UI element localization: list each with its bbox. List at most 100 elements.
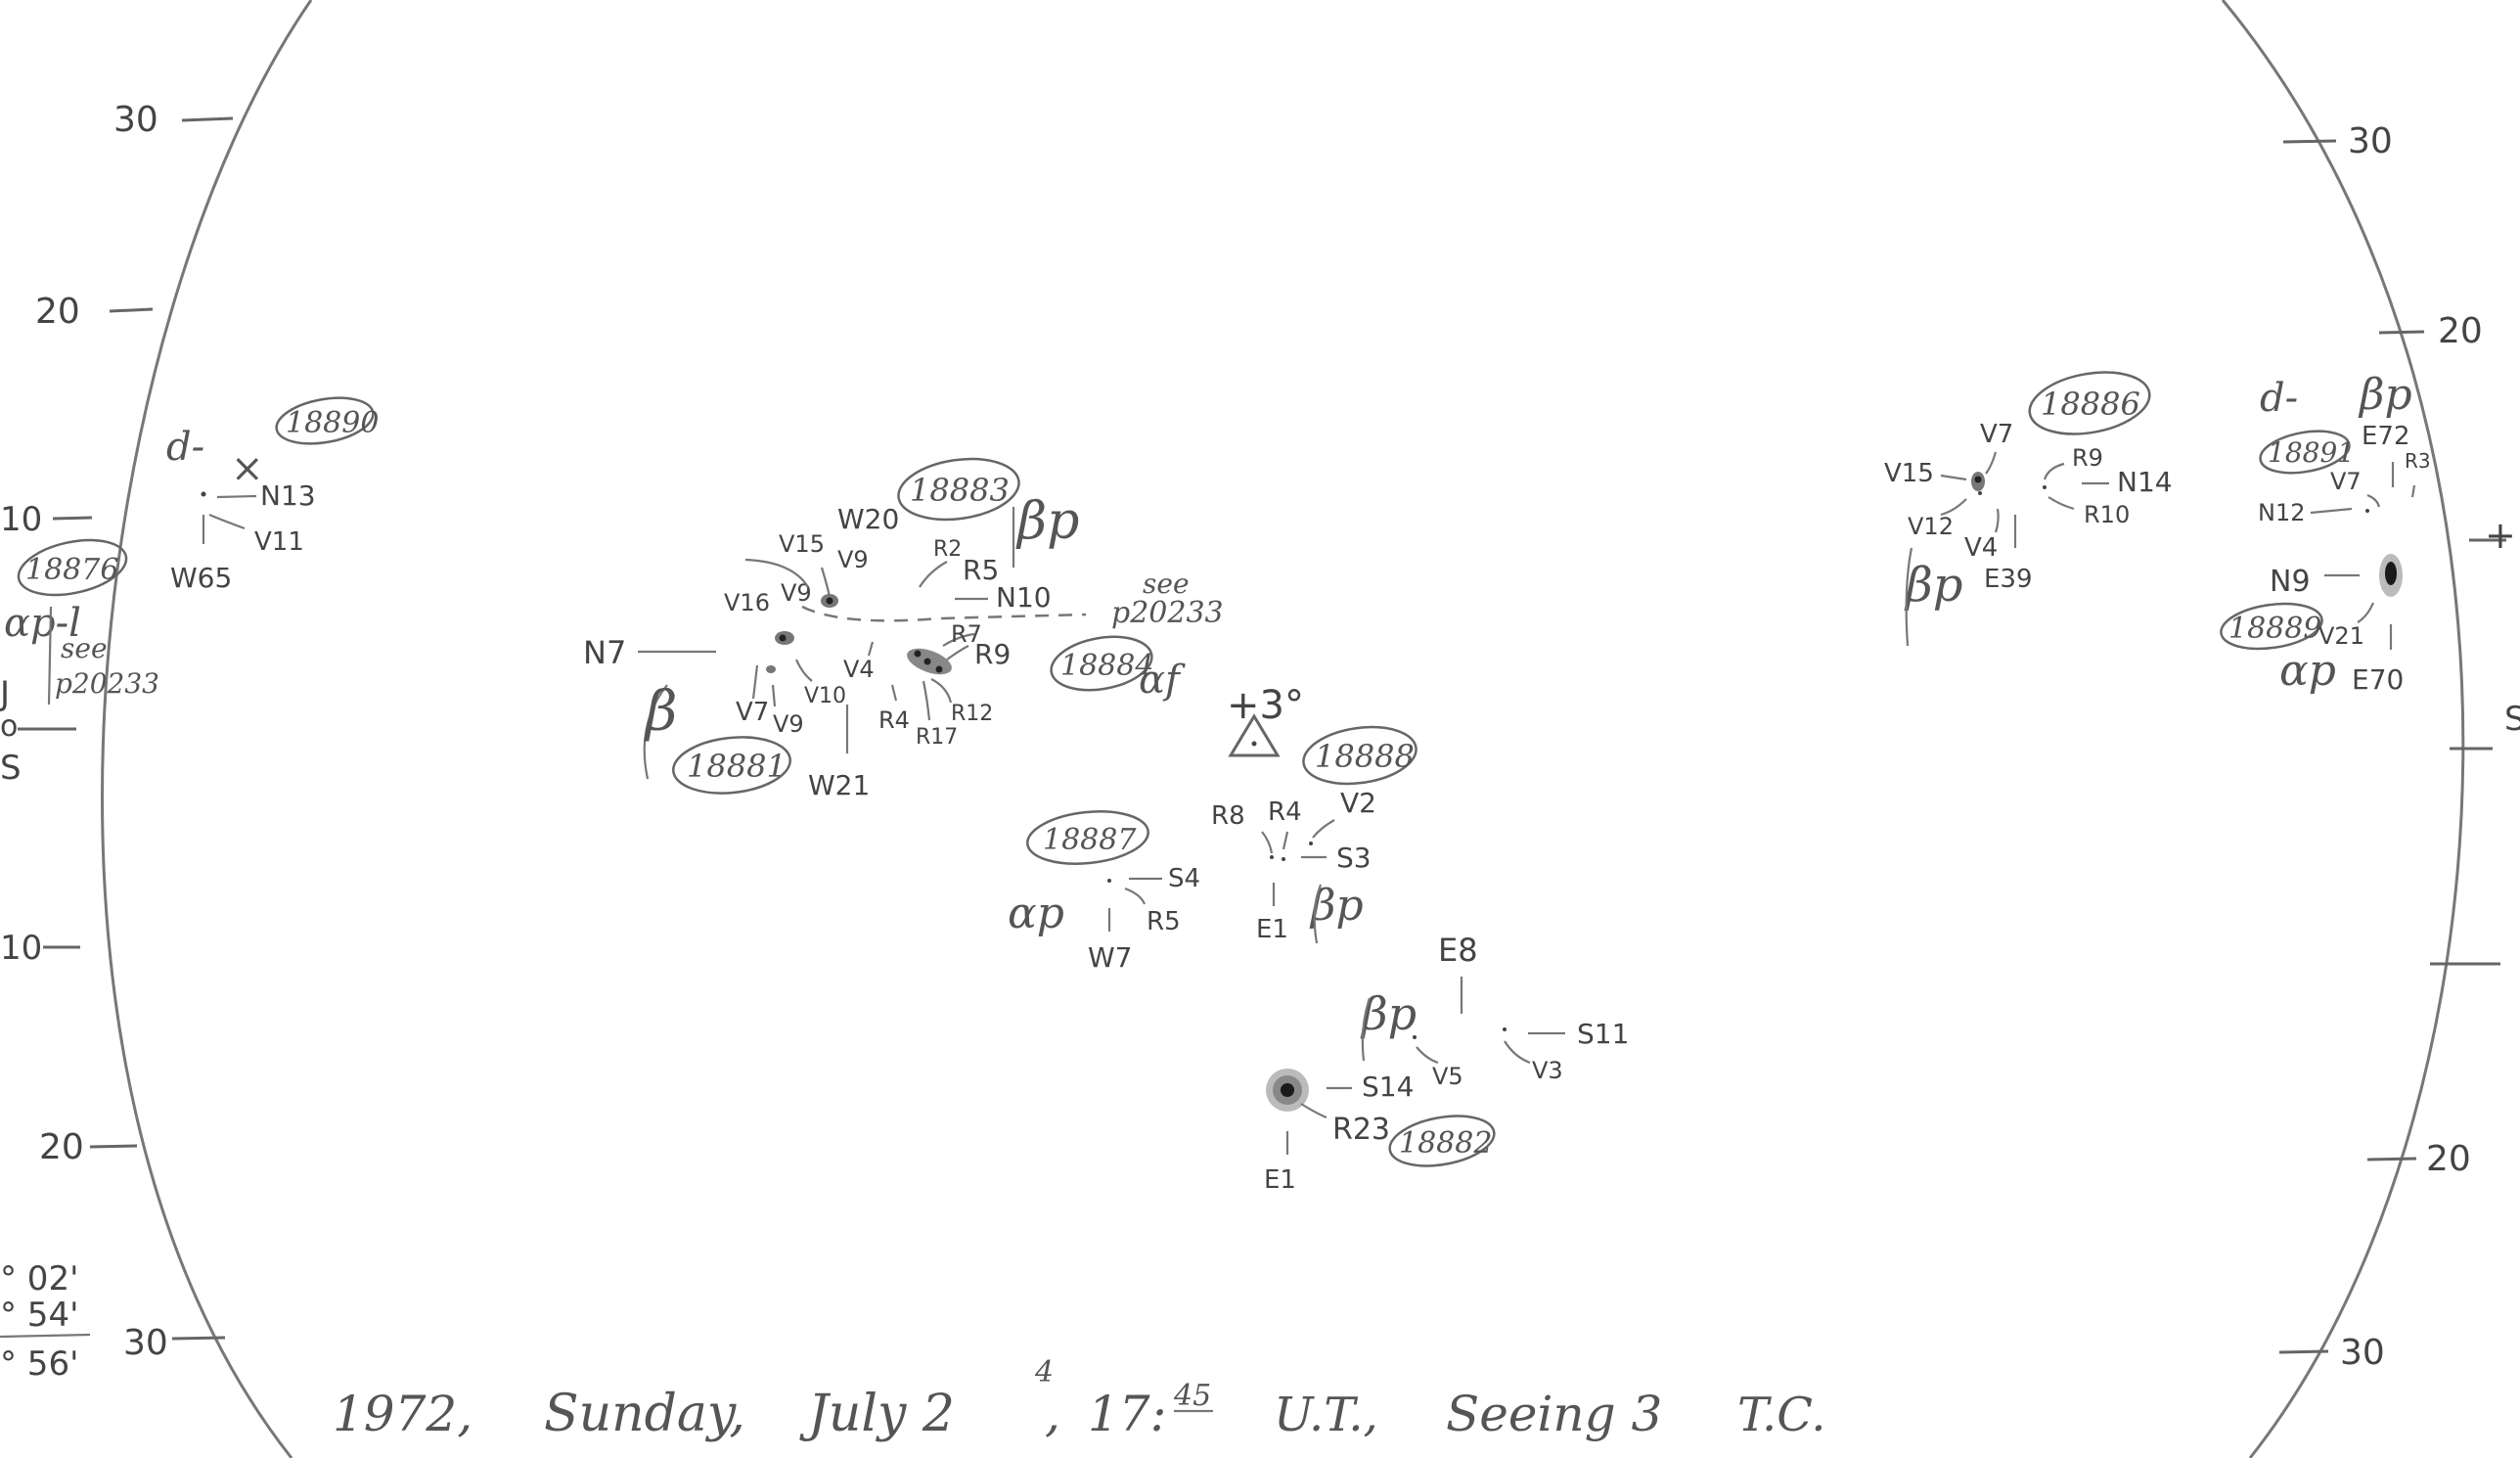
right-edge-fragment: S	[2504, 700, 2520, 739]
region-18884-oval	[1050, 635, 1153, 692]
center-dot	[1251, 741, 1257, 747]
region-18889-umbra	[2385, 562, 2397, 585]
region-18887-r5-line	[1124, 887, 1147, 905]
region-18888-spot-c	[1309, 842, 1313, 845]
region-18883-v15: V15	[779, 530, 825, 558]
region-18887-class: αp	[1008, 888, 1064, 938]
region-18882-number: 18882	[1399, 1126, 1492, 1161]
left-tick-30n	[181, 116, 234, 122]
region-18886-spot-b	[1978, 491, 1982, 495]
region-18882-v3-line	[1504, 1040, 1531, 1065]
caption-time: 17:	[1088, 1386, 1166, 1442]
region-18883-v9b: V9	[781, 579, 812, 607]
region-18882-v3: V3	[1532, 1057, 1563, 1084]
region-18881-number: 18881	[687, 748, 787, 785]
region-18888-r8: R8	[1211, 801, 1245, 831]
region-18884-umbra-2	[923, 658, 931, 665]
left-tick-20s-label: 20	[39, 1127, 84, 1167]
region-18876-ref: p20233	[55, 667, 159, 700]
region-18884-r7-line	[942, 632, 975, 647]
left-tick-20n	[109, 307, 154, 313]
region-18883-arc2	[820, 567, 832, 598]
caption-seeing: Seeing 3	[1446, 1386, 1662, 1442]
left-tick-30n-label: 30	[113, 100, 158, 140]
region-18888-class: βp	[1309, 881, 1364, 931]
left-angle-1: ° 02'	[0, 1259, 78, 1299]
region-18881-umbra-a	[779, 634, 787, 642]
region-18876-class: αp-l	[4, 601, 81, 646]
region-18891-n12-line	[2310, 507, 2353, 515]
region-18890-v11-line	[208, 513, 246, 530]
region-18888-spot-b	[1282, 857, 1285, 861]
region-18890-oval	[275, 396, 375, 445]
right-tick-20s-label: 20	[2426, 1139, 2471, 1179]
caption-ut: U.T.,	[1274, 1388, 1378, 1442]
region-18888-s3: S3	[1336, 842, 1372, 874]
right-tick-30n	[2282, 139, 2337, 144]
region-18876-oval	[17, 538, 128, 597]
region-18891-bp: βp	[2358, 370, 2412, 420]
region-18891-number: 18891	[2268, 436, 2355, 469]
region-18884-r9: R9	[974, 638, 1011, 670]
region-18889-e70: E70	[2352, 663, 2404, 696]
region-18886-r10-line	[2048, 496, 2075, 511]
region-18884-r17: R17	[916, 725, 958, 750]
left-tick-10s-label: 10	[0, 929, 42, 968]
region-18881-v7-line	[751, 664, 759, 700]
region-18883-v9: V9	[837, 546, 869, 573]
region-18884-r7: R7	[951, 620, 982, 648]
left-limb-arc	[101, 0, 313, 1458]
right-tick-30s-label: 30	[2340, 1333, 2385, 1373]
region-18891-spot	[2365, 509, 2369, 513]
region-18886-v4: V4	[1964, 533, 1998, 563]
region-18887-spot	[1107, 879, 1111, 883]
region-18883-arc3	[919, 561, 948, 588]
region-18886-number: 18886	[2041, 386, 2140, 423]
center-triangle-icon	[1228, 713, 1281, 757]
region-18890-n13: N13	[260, 479, 316, 512]
right-tick-20s	[2366, 1157, 2417, 1162]
region-18886-v15-line	[1940, 474, 1967, 481]
region-18881-spot-b	[766, 665, 776, 673]
region-18890-v11: V11	[254, 527, 304, 557]
right-tick-30n-label: 30	[2348, 121, 2393, 161]
region-18886-v12: V12	[1908, 513, 1954, 540]
left-angle-underline	[0, 1333, 91, 1339]
caption-year: 1972,	[333, 1386, 472, 1442]
region-18884-r17-line	[922, 680, 931, 721]
region-18881-v10-line	[794, 659, 813, 682]
region-18882-s11: S11	[1577, 1018, 1629, 1050]
region-18888-v2: V2	[1340, 787, 1376, 819]
region-18886-r9-line	[2043, 462, 2065, 480]
region-18881-v10: V10	[804, 684, 846, 708]
center-plus-mark: +3°	[1227, 683, 1304, 728]
region-18884-number: 18884	[1060, 649, 1153, 683]
region-18882-class-stroke	[1361, 997, 1372, 1062]
right-tick-20n-label: 20	[2438, 311, 2483, 351]
region-18889-oval	[2220, 602, 2323, 651]
region-18887-w7: W7	[1088, 941, 1133, 974]
region-18876-line	[47, 606, 53, 706]
caption-comma: ,	[1045, 1386, 1060, 1442]
region-18884-r4: R4	[878, 706, 910, 734]
region-18888-number: 18888	[1315, 738, 1415, 775]
region-18888-r8-line	[1261, 831, 1274, 854]
region-18890-spot	[201, 491, 206, 497]
caption-month: July 2	[799, 1385, 955, 1443]
right-plus-mark: +	[2485, 514, 2516, 557]
region-18891-v7: V7	[2330, 468, 2362, 495]
region-18891-oval	[2259, 430, 2351, 475]
caption-day: Sunday,	[544, 1385, 745, 1443]
region-18883-number: 18883	[910, 472, 1010, 509]
region-18886-r9: R9	[2072, 444, 2103, 472]
left-tick-10n	[52, 516, 93, 521]
region-18881-v7: V7	[736, 698, 769, 727]
region-18882-r23: R23	[1332, 1113, 1390, 1147]
region-18887-r5: R5	[1147, 907, 1181, 936]
region-18884-r4-line	[890, 684, 898, 702]
region-18887-number: 18887	[1043, 823, 1137, 857]
region-18890-class: d-	[166, 425, 204, 470]
caption-observer: T.C.	[1737, 1388, 1826, 1442]
